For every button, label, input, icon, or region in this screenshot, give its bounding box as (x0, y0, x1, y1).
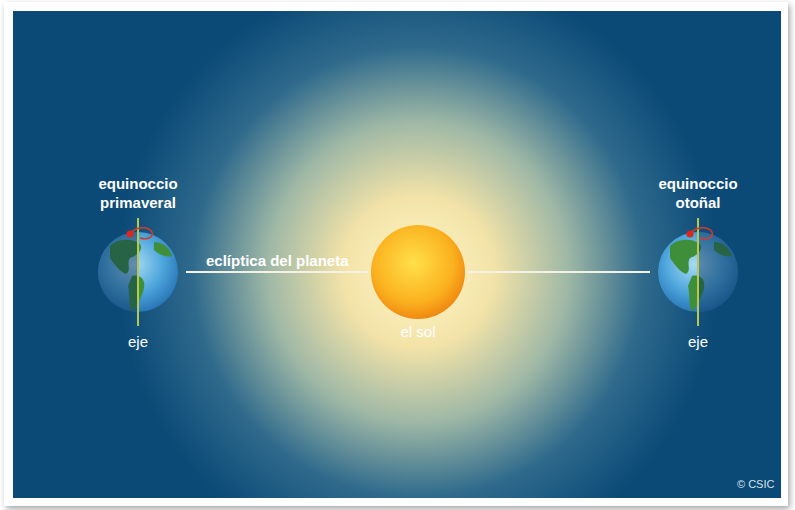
ecliptic-line (468, 271, 650, 273)
earth-node: equinoccio otoñal eje (650, 174, 746, 351)
axis-label: eje (128, 332, 148, 351)
earth-figure (96, 212, 180, 332)
axis-label: eje (688, 332, 708, 351)
sun-node: el sol (368, 222, 468, 341)
earth-node: equinoccio primaveral eje (90, 174, 186, 351)
frame (4, 2, 788, 506)
equinox-label: equinoccio primaveral (90, 174, 186, 212)
sky-panel (13, 11, 781, 498)
equinox-label: equinoccio otoñal (650, 174, 746, 212)
copyright-note: © CSIC (737, 478, 774, 490)
sun-label: el sol (400, 322, 435, 341)
sun-glow (13, 11, 781, 498)
ecliptic-line (186, 271, 368, 273)
sun-figure (368, 222, 468, 322)
earth-figure (656, 212, 740, 332)
edge-label: eclíptica del planeta (206, 252, 349, 269)
